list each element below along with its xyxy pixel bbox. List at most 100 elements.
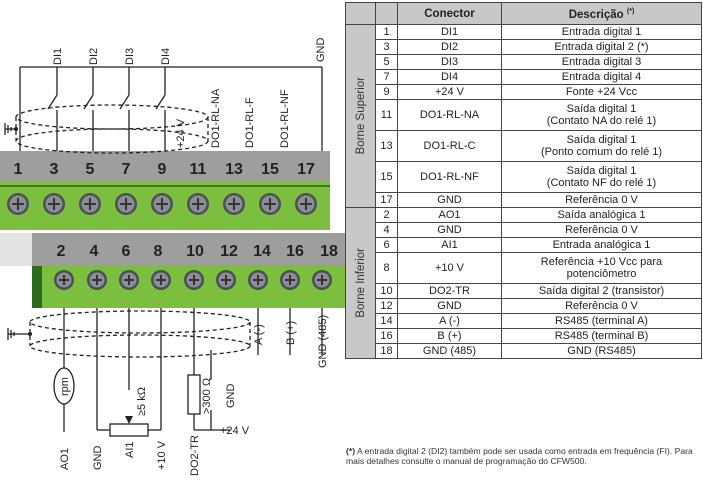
table-group-cell: Borne Inferior xyxy=(345,207,376,359)
table-header-blank xyxy=(345,2,376,25)
rs485-label: B (+) xyxy=(285,321,297,345)
table-cell-pin: 5 xyxy=(375,54,398,70)
table-cell-description: Saída digital 1(Ponto comum do relé 1) xyxy=(501,130,702,162)
table-cell-pin: 7 xyxy=(375,69,398,85)
description-line: Fonte +24 Vcc xyxy=(565,86,638,98)
table-cell-connector: DO1-RL-NF xyxy=(397,161,502,193)
table-cell-pin: 1 xyxy=(375,24,398,40)
table-cell-pin: 11 xyxy=(375,99,398,131)
description-header-label: Descrição xyxy=(568,8,624,21)
bottom-terminal-strip xyxy=(32,233,345,266)
bottom-terminal-number: 2 xyxy=(57,243,66,260)
top-terminal-number: 11 xyxy=(190,161,207,178)
bottom-label: AO1 xyxy=(59,448,71,470)
bottom-terminal-gap xyxy=(0,233,32,266)
top-terminal-number: 15 xyxy=(261,161,279,178)
rpm-meter xyxy=(53,367,75,405)
table-cell-connector: B (+) xyxy=(397,328,502,344)
description-line: Entrada analógica 1 xyxy=(552,239,651,251)
table-header-row: Conector Descrição (*) xyxy=(345,2,702,25)
table-cell-connector: DO1-RL-C xyxy=(397,130,502,162)
top-output-label: DO1-RL-NF xyxy=(279,89,291,148)
description-line: Saída digital 1 xyxy=(566,103,637,115)
footnote-text: A entrada digital 2 (DI2) também pode se… xyxy=(346,446,693,466)
bottom-label: GND xyxy=(92,446,104,471)
top-terminal-number: 7 xyxy=(122,161,131,178)
table-cell-pin: 9 xyxy=(375,84,398,100)
top-terminal-number: 3 xyxy=(50,161,59,178)
potentiometer xyxy=(109,423,149,437)
description-line: Referência 0 V xyxy=(565,224,638,236)
table-cell-connector: DO1-RL-NA xyxy=(397,99,502,131)
table-cell-description: Entrada digital 3 xyxy=(501,54,702,70)
description-line: (Contato NF do relé 1) xyxy=(546,177,657,189)
top-input-label: DI4 xyxy=(160,48,172,65)
bottom-terminal-number: 4 xyxy=(90,243,99,260)
table-cell-pin: 8 xyxy=(375,252,398,284)
description-line: Entrada digital 4 xyxy=(561,71,642,83)
footnote: (*) A entrada digital 2 (DI2) também pod… xyxy=(346,446,703,466)
top-output-label: DO1-RL-F xyxy=(244,97,256,148)
table-cell-description: Referência 0 V xyxy=(501,298,702,314)
table-cell-description: Referência 0 V xyxy=(501,192,702,208)
top-gnd-label: GND xyxy=(315,38,327,63)
table-cell-description: GND (RS485) xyxy=(501,343,702,359)
description-line: Referência 0 V xyxy=(565,194,638,206)
table-cell-connector: DI2 xyxy=(397,39,502,55)
table-cell-pin: 2 xyxy=(375,207,398,223)
table-cell-connector: AI1 xyxy=(397,237,502,253)
top-terminal-screws xyxy=(7,193,317,215)
rpm-label: rpm xyxy=(59,377,71,396)
table-group-label: Borne Superior xyxy=(354,77,367,155)
top-output-label: +24 V xyxy=(175,118,187,148)
table-cell-connector: GND xyxy=(397,298,502,314)
bottom-terminal-number: 14 xyxy=(253,243,271,260)
bottom-label: +10 V xyxy=(156,440,168,470)
description-line: (Contato NA do relé 1) xyxy=(546,115,657,127)
table-cell-pin: 10 xyxy=(375,283,398,299)
gnd-label: GND xyxy=(225,384,237,409)
table-cell-description: Entrada digital 2 (*) xyxy=(501,39,702,55)
table-cell-connector: A (-) xyxy=(397,313,502,329)
description-line: Entrada digital 1 xyxy=(561,26,642,38)
table-cell-pin: 4 xyxy=(375,222,398,238)
bottom-terminal-number: 16 xyxy=(286,243,304,260)
table-cell-connector: DO2-TR xyxy=(397,283,502,299)
table-cell-description: Saída analógica 1 xyxy=(501,207,702,223)
bottom-terminal-number: 18 xyxy=(320,243,338,260)
bottom-terminal-number: 12 xyxy=(220,243,238,260)
rs485-label: A (-) xyxy=(253,324,265,345)
bottom-terminal-number: 10 xyxy=(186,243,204,260)
pot-wiper-arrow xyxy=(125,416,133,424)
top-terminal-number: 1 xyxy=(14,161,23,178)
table-cell-pin: 3 xyxy=(375,39,398,55)
description-footnote-mark: (*) xyxy=(626,8,635,16)
table-cell-connector: GND xyxy=(397,192,502,208)
description-line: Saída digital 1 xyxy=(566,134,637,146)
bottom-wiring xyxy=(7,308,323,432)
resistor xyxy=(187,374,201,415)
description-line: Referência +10 Vcc para xyxy=(540,256,663,268)
pot-label: ≥5 kΩ xyxy=(136,387,148,416)
table-cell-pin: 6 xyxy=(375,237,398,253)
table-header-description: Descrição (*) xyxy=(501,2,702,25)
rs485-label: GND (485) xyxy=(317,315,329,368)
description-line: Entrada digital 2 (*) xyxy=(554,41,649,53)
description-line: potenciômetro xyxy=(566,268,637,280)
table-cell-description: Fonte +24 Vcc xyxy=(501,84,702,100)
table-cell-pin: 14 xyxy=(375,313,398,329)
description-line: GND (RS485) xyxy=(567,345,636,357)
